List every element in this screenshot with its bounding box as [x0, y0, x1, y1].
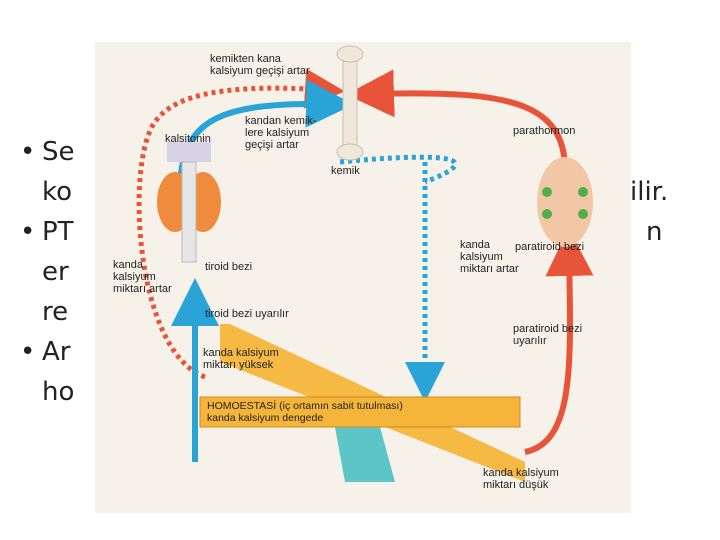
bullet-text-start: ho: [42, 377, 75, 407]
homeostasis-box: [199, 396, 521, 428]
bone-icon: [336, 45, 364, 161]
bullet-text-end: n: [646, 217, 663, 247]
blue-dotted-arrow-right: [339, 154, 458, 382]
balance-fulcrum: [335, 427, 395, 482]
parathyroid-gland-icon: [537, 157, 593, 247]
bullet-text-end: ilir.: [630, 177, 669, 207]
bullet-text-start: PT: [42, 217, 74, 247]
bullet-marker: •: [20, 137, 36, 167]
bullet-text-start: Ar: [42, 337, 71, 367]
bullet-text-start: er: [42, 257, 69, 287]
bullet-text-start: ko: [42, 177, 73, 207]
thyroid-gland-icon: [157, 142, 221, 263]
red-arrow-up-parathyroid: [524, 228, 594, 455]
red-arrow-parathormone: [346, 69, 569, 183]
label-thyroid-stimulated: tiroid bezi uyarılır: [205, 308, 289, 320]
label-calcitonin: kalsitonin: [165, 133, 211, 145]
label-homeostasis: HOMOESTASİ (iç ortamın sabit tutulması)k…: [207, 399, 403, 424]
bullet-marker: •: [20, 217, 36, 247]
label-thyroid: tiroid bezi: [205, 261, 252, 273]
label-parathyroid: paratiroid bezi: [515, 241, 584, 253]
bullet-text-start: re: [42, 297, 69, 327]
bullet-marker: •: [20, 337, 36, 367]
label-bone: kemik: [331, 165, 360, 177]
label-parathormone: parathormon: [513, 125, 575, 137]
bullet-text-start: Se: [42, 137, 75, 167]
